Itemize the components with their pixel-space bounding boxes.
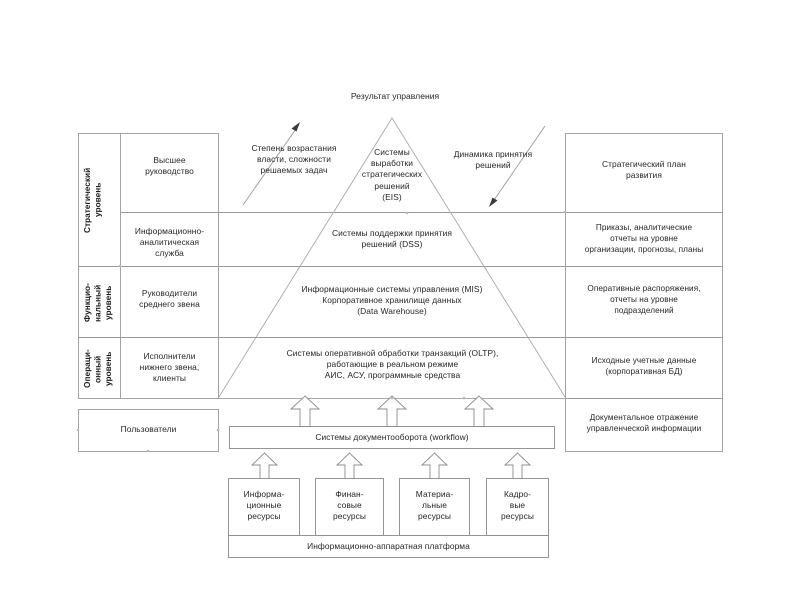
resource-up-arrows: [250, 452, 532, 480]
workflow-bar-label: Системы документооборота (workflow): [315, 432, 469, 442]
actor-top-management: Высшее руководство: [145, 155, 194, 177]
sidebar-item-level-strategic: Стратегический уровень: [82, 167, 103, 233]
annotation-left-growth: Степень возрастания власти, сложности ре…: [251, 143, 337, 176]
output-source-data: Исходные учетные данные (корпоративная Б…: [591, 356, 697, 376]
right-dynamics-arrow: [489, 125, 546, 207]
actor-middle-managers: Руководители среднего звена: [139, 288, 200, 310]
annotation-right-dynamics: Динамика принятия решений: [453, 149, 533, 171]
resource-information: Информа- ционные ресурсы: [243, 489, 285, 522]
sidebar-item-level-operational: Операци- онный уровень: [82, 349, 113, 389]
actor-analytic-service: Информационно- аналитическая служба: [134, 226, 205, 259]
output-document-reflection: Документальное отражение управленческой …: [586, 413, 702, 433]
output-strategic-plan: Стратегический план развития: [601, 159, 686, 181]
output-orders-reports: Приказы, аналитические отчеты на уровне …: [584, 223, 704, 254]
resource-boxes-shapes: [228, 478, 549, 536]
right-table-lines: [565, 133, 723, 452]
actor-users: Пользователи: [120, 424, 177, 434]
workflow-up-arrows: [289, 395, 495, 427]
page-title: Результат управления: [350, 91, 440, 101]
left-growth-arrow: [242, 122, 300, 206]
layer-mis: Информационные системы управления (MIS) …: [301, 284, 483, 317]
sidebar-item-level-functional: Функцио- нальный уровень: [82, 283, 113, 323]
resource-material: Материа- льные ресурсы: [415, 489, 454, 522]
resource-personnel: Кадро- вые ресурсы: [500, 489, 535, 522]
layer-eis: Системы выработки стратегических решений…: [361, 147, 423, 202]
platform-bar-shape: [228, 535, 549, 558]
layer-dss: Системы поддержки принятия решений (DSS): [331, 228, 453, 250]
resource-financial: Финан- совые ресурсы: [332, 489, 367, 522]
anchor-dots: [76, 210, 567, 453]
platform-bar-label: Информационно-аппаратная платформа: [307, 541, 470, 551]
layer-oltp: Системы оперативной обработки транзакций…: [286, 348, 499, 381]
output-operative-orders: Оперативные распоряжения, отчеты на уров…: [587, 284, 701, 315]
actor-lower-performers: Исполнители нижнего звена, клиенты: [139, 351, 200, 384]
